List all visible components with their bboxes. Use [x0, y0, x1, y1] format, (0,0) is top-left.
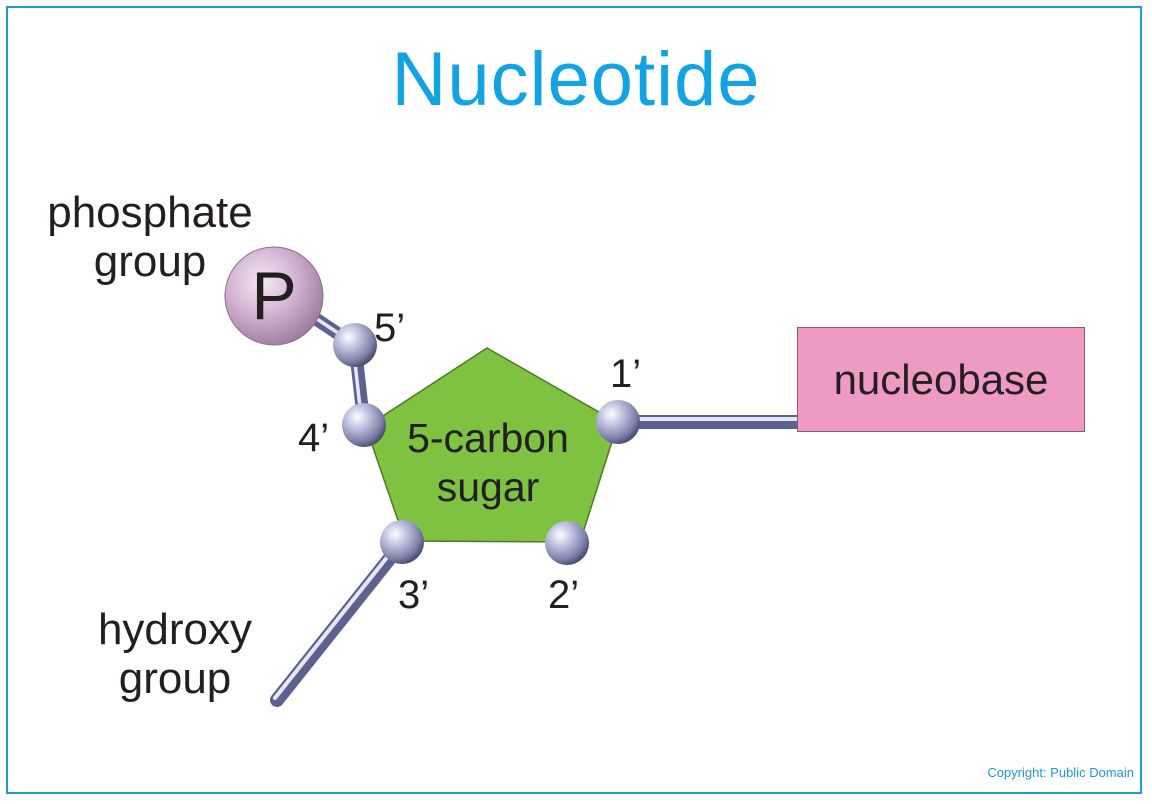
- carbon-1-atom: [596, 400, 640, 444]
- carbon-2-atom: [545, 521, 589, 565]
- hydroxy-group-text: hydroxy group: [97, 605, 253, 704]
- carbon-5-number: 5’: [374, 306, 406, 350]
- sugar-label-text: 5-carbon sugar: [407, 415, 569, 511]
- carbon-4-number: 4’: [298, 416, 330, 460]
- carbon-1-number: 1’: [610, 352, 642, 396]
- bond-c1-nucleobase: [622, 415, 800, 429]
- carbon-5-atom: [333, 323, 377, 367]
- carbon-4-atom: [342, 403, 386, 447]
- nucleobase-box: nucleobase: [797, 327, 1085, 432]
- phosphorus-label: P: [251, 258, 297, 334]
- phosphorus-atom: [224, 246, 324, 346]
- hydroxy-group-label: hydroxy group: [80, 605, 270, 704]
- carbon-3-number: 3’: [398, 573, 430, 617]
- bond-c3-hydroxy: [270, 536, 409, 707]
- sugar-ring: [365, 347, 619, 543]
- phosphate-group-text: phosphate group: [47, 188, 253, 287]
- copyright-notice: Copyright: Public Domain: [987, 765, 1134, 780]
- phosphate-group-label: phosphate group: [30, 188, 270, 287]
- carbon-2-number: 2’: [548, 573, 580, 617]
- nucleobase-label: nucleobase: [833, 355, 1049, 403]
- sugar-label: 5-carbon sugar: [378, 414, 598, 512]
- carbon-3-atom: [380, 520, 424, 564]
- diagram-title: Nucleotide: [391, 37, 761, 122]
